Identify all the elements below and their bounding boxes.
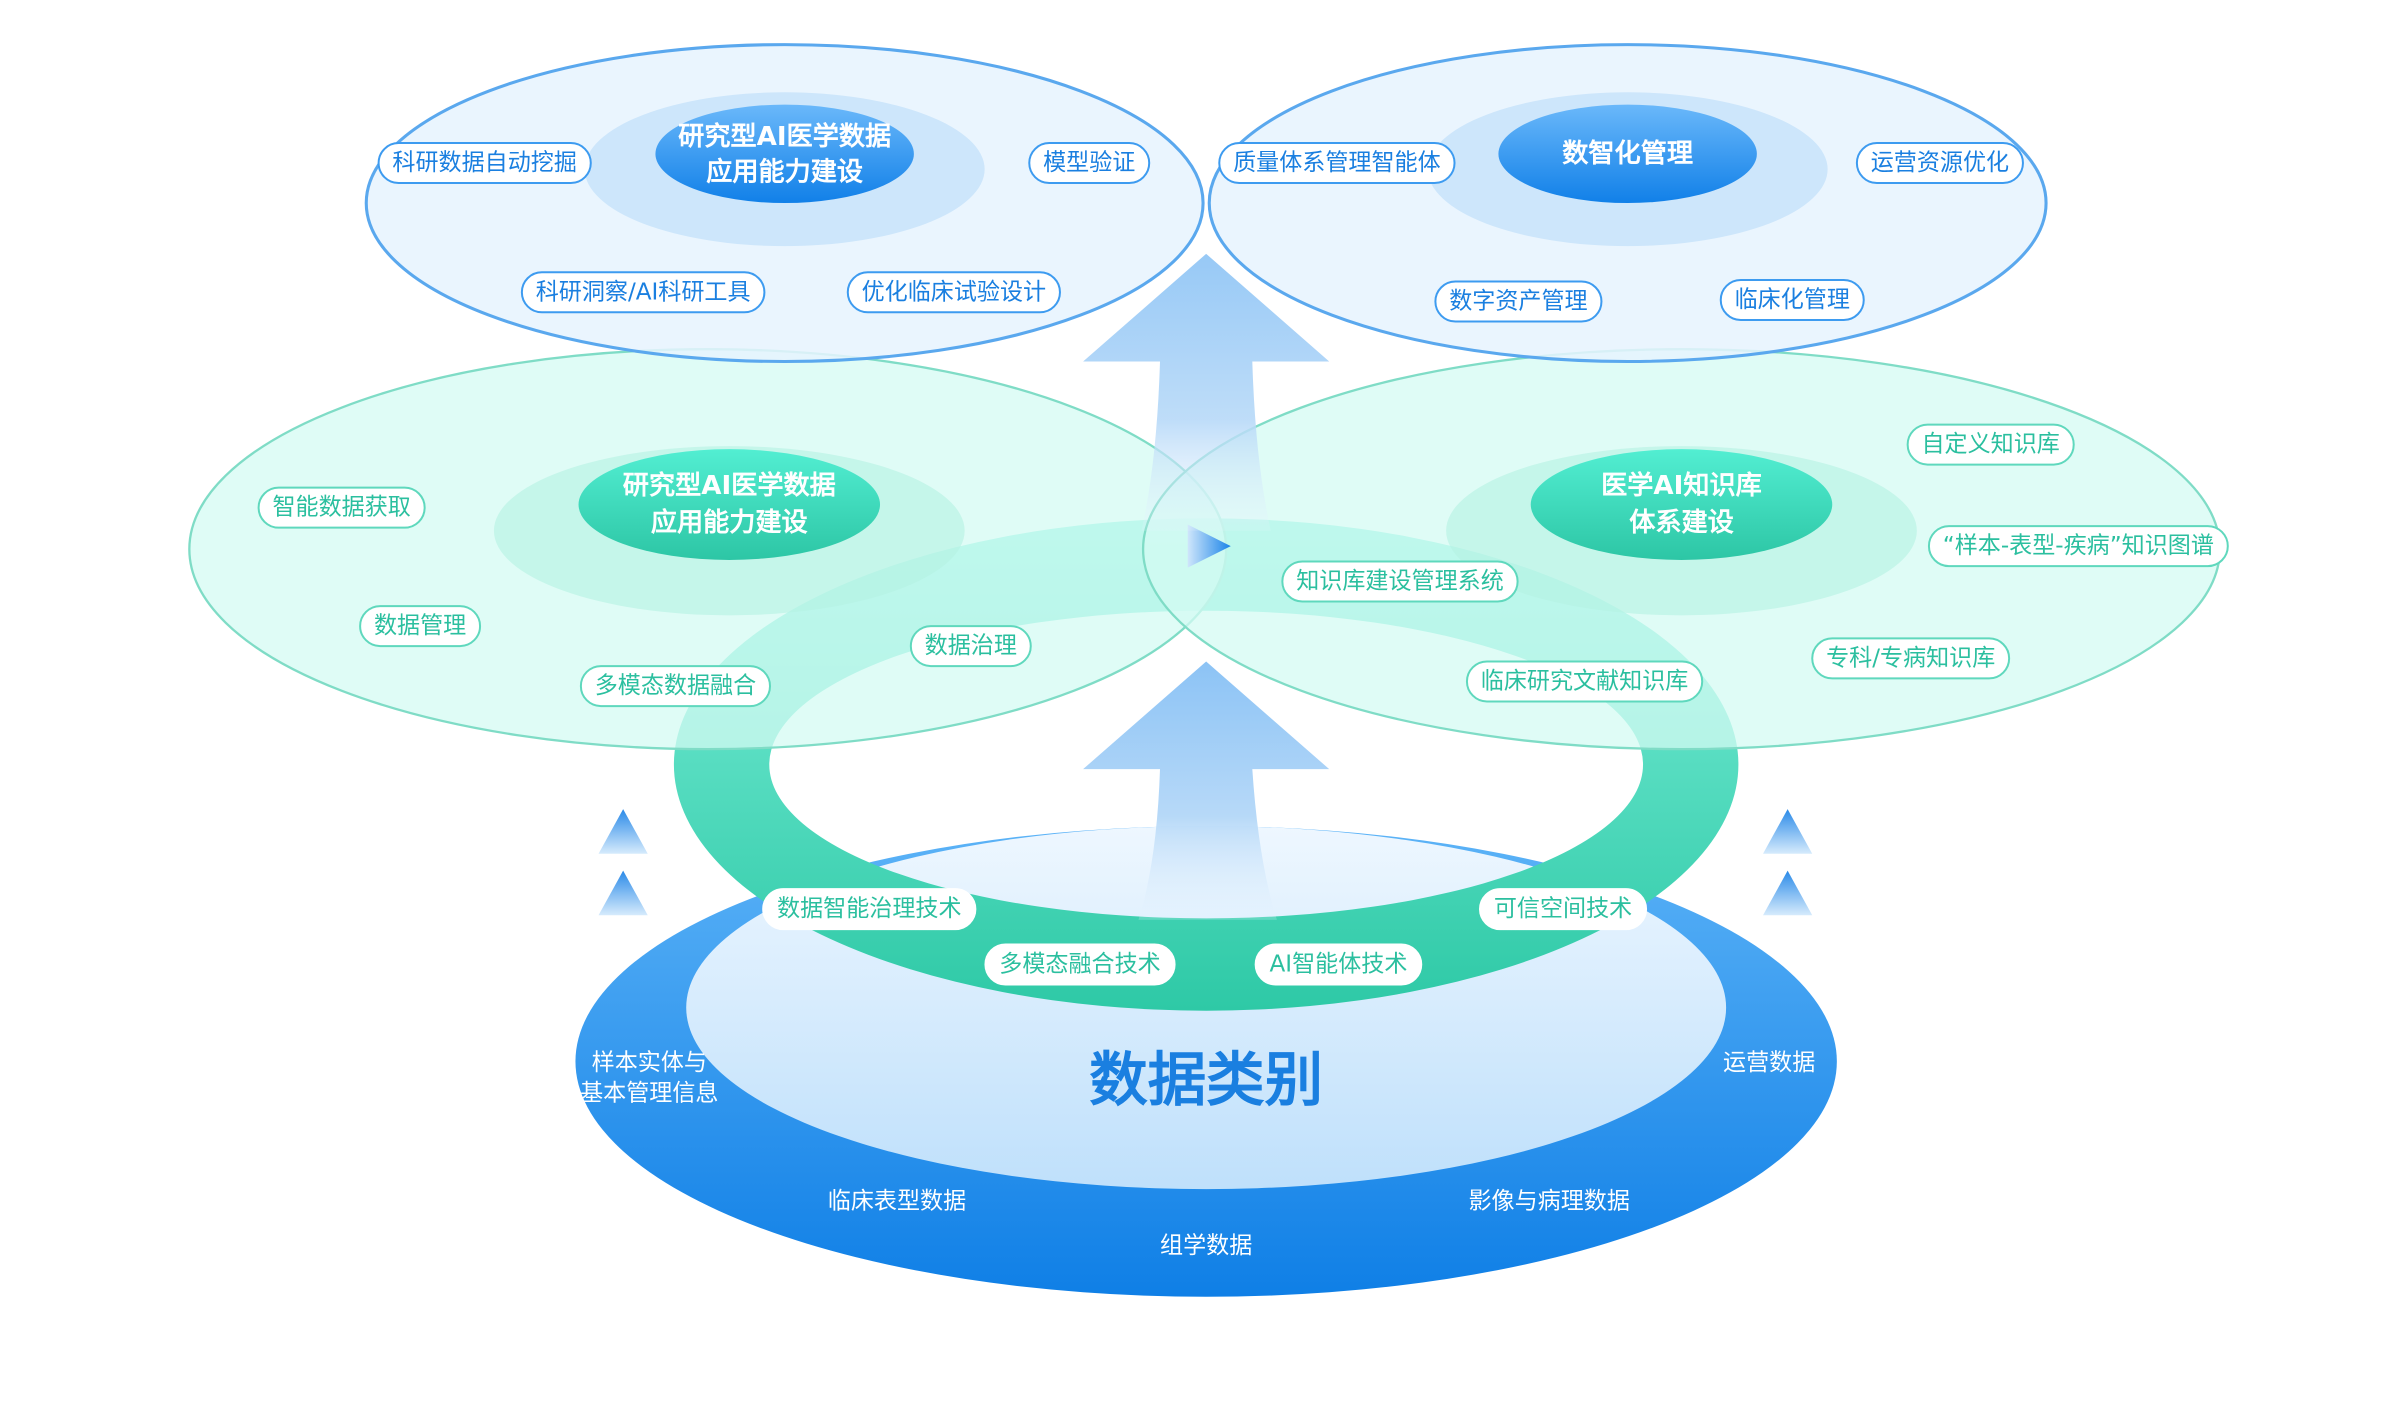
pill-resource-optimization[interactable]: 运营资源优化 xyxy=(1855,142,2024,185)
pill-multimodal-fusion[interactable]: 多模态数据融合 xyxy=(579,665,772,708)
pill-literature-kb[interactable]: 临床研究文献知识库 xyxy=(1465,660,1704,703)
up-arrow-lower xyxy=(1083,661,1330,920)
small-up-arrow-icon xyxy=(598,870,648,916)
pill-multimodal-tech[interactable]: 多模态融合技术 xyxy=(984,943,1176,986)
core-title-line1: 研究型AI医学数据 xyxy=(678,121,891,152)
core-title-line2: 应用能力建设 xyxy=(651,507,809,538)
pill-background xyxy=(257,486,426,529)
pill-label: 优化临床试验设计 xyxy=(862,279,1046,305)
side-arrows-right xyxy=(1763,809,1813,916)
pill-background xyxy=(1281,560,1519,603)
pill-label: 智能数据获取 xyxy=(272,495,410,521)
pill-background xyxy=(909,625,1032,668)
pill-background xyxy=(1811,637,2011,680)
pill-background xyxy=(1855,142,2024,185)
pill-label: “样本-表型-疾病”知识图谱 xyxy=(1943,533,2214,559)
pill-label: 数据智能治理技术 xyxy=(777,896,962,922)
pill-background xyxy=(1927,525,2229,568)
pill-label: 数字资产管理 xyxy=(1449,289,1587,315)
pill-background xyxy=(520,271,766,314)
pill-digital-asset-management[interactable]: 数字资产管理 xyxy=(1434,280,1603,323)
data-label-sample: 样本实体与 xyxy=(592,1050,707,1076)
pill-smart-data-acquisition[interactable]: 智能数据获取 xyxy=(257,486,426,529)
pill-background xyxy=(1028,142,1151,185)
pill-label: 多模态融合技术 xyxy=(999,952,1160,978)
pill-data-management[interactable]: 数据管理 xyxy=(359,605,482,648)
pill-label: 专科/专病知识库 xyxy=(1826,645,1995,671)
pill-background xyxy=(359,605,482,648)
pill-label: 科研数据自动挖掘 xyxy=(392,150,577,176)
small-up-arrow-icon xyxy=(1763,870,1813,916)
small-up-arrow-icon xyxy=(1763,809,1813,854)
pill-label: 数据治理 xyxy=(925,633,1017,659)
core-badge xyxy=(655,104,914,204)
pill-trusted-space-tech[interactable]: 可信空间技术 xyxy=(1479,888,1648,931)
pill-background xyxy=(1465,660,1704,703)
pill-research-data-mining[interactable]: 科研数据自动挖掘 xyxy=(377,142,592,185)
data-label-omics: 组学数据 xyxy=(1160,1233,1252,1259)
pill-background xyxy=(1719,278,1865,321)
data-label-clinical-phenotype: 临床表型数据 xyxy=(828,1188,966,1214)
core-badge xyxy=(1530,449,1833,560)
core-title-line1: 研究型AI医学数据 xyxy=(623,470,836,501)
pill-ai-agent-tech[interactable]: AI智能体技术 xyxy=(1254,943,1423,986)
data-label-imaging-pathology: 影像与病理数据 xyxy=(1468,1188,1629,1214)
up-arrow-upper xyxy=(1083,253,1330,531)
data-category-title: 数据类别 xyxy=(1089,1046,1323,1114)
pill-knowledge-graph[interactable]: “样本-表型-疾病”知识图谱 xyxy=(1927,525,2229,568)
pill-background xyxy=(1479,888,1648,931)
pill-background xyxy=(1906,423,2075,466)
pill-specialty-kb[interactable]: 专科/专病知识库 xyxy=(1811,637,2011,680)
pill-label: AI智能体技术 xyxy=(1270,952,1408,978)
core-badge xyxy=(578,449,881,560)
pill-background xyxy=(579,665,772,708)
pill-label: 临床研究文献知识库 xyxy=(1481,668,1689,694)
core-title: 数智化管理 xyxy=(1562,139,1693,169)
side-arrows-left xyxy=(598,809,648,916)
pill-background xyxy=(377,142,592,185)
pill-model-validation[interactable]: 模型验证 xyxy=(1028,142,1151,185)
pill-background xyxy=(762,888,977,931)
pill-background xyxy=(1218,142,1456,185)
pill-kb-management-system[interactable]: 知识库建设管理系统 xyxy=(1281,560,1519,603)
core-title-line1: 医学AI知识库 xyxy=(1601,470,1762,501)
data-label-sample-2: 基本管理信息 xyxy=(580,1081,718,1107)
pill-optimize-trial-design[interactable]: 优化临床试验设计 xyxy=(846,271,1061,314)
data-label-operations: 运营数据 xyxy=(1723,1050,1815,1076)
pill-label: 临床化管理 xyxy=(1735,287,1850,313)
pill-label: 运营资源优化 xyxy=(1871,150,2009,176)
pill-background xyxy=(1254,943,1423,986)
top-left-module: 研究型AI医学数据 应用能力建设 xyxy=(364,43,1205,364)
top-right-module: 数智化管理 xyxy=(1207,43,2048,364)
pill-label: 质量体系管理智能体 xyxy=(1233,150,1441,176)
pill-background xyxy=(846,271,1061,314)
pill-label: 数据管理 xyxy=(374,613,466,639)
pill-label: 科研洞察/AI科研工具 xyxy=(536,279,751,305)
pill-label: 模型验证 xyxy=(1043,150,1135,176)
pill-custom-kb[interactable]: 自定义知识库 xyxy=(1906,423,2075,466)
pill-label: 多模态数据融合 xyxy=(595,673,756,699)
pill-quality-agent[interactable]: 质量体系管理智能体 xyxy=(1218,142,1456,185)
core-title-line2: 应用能力建设 xyxy=(706,156,864,187)
pill-data-governance-tech[interactable]: 数据智能治理技术 xyxy=(762,888,977,931)
core-badge xyxy=(1498,104,1757,204)
small-up-arrow-icon xyxy=(598,809,648,854)
pill-background xyxy=(1434,280,1603,323)
core-title-line2: 体系建设 xyxy=(1629,508,1734,538)
pill-layer: 科研数据自动挖掘 模型验证 科研洞察/AI科研工具 优化临床试验设计 质量体系管… xyxy=(257,142,2229,986)
pill-label: 知识库建设管理系统 xyxy=(1296,568,1504,594)
play-arrow-icon xyxy=(1187,524,1231,568)
pill-background xyxy=(984,943,1176,986)
pill-label: 自定义知识库 xyxy=(1921,432,2059,458)
pill-label: 可信空间技术 xyxy=(1494,896,1632,922)
pill-data-governance[interactable]: 数据治理 xyxy=(909,625,1032,668)
pill-clinical-management[interactable]: 临床化管理 xyxy=(1719,278,1865,321)
pill-research-insight-tools[interactable]: 科研洞察/AI科研工具 xyxy=(520,271,766,314)
